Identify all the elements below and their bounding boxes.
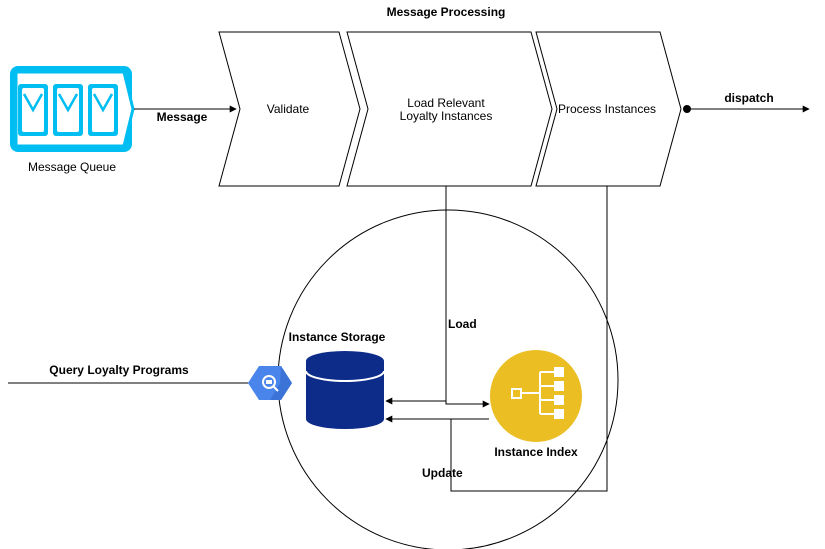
message-queue-label: Message Queue [28,160,116,174]
instance-index-label: Instance Index [494,445,578,459]
update-edge [450,186,608,492]
query-hexagon-icon [248,366,292,400]
message-edge-label: Message [157,110,208,124]
step-validate: Validate [218,31,361,187]
database-icon [305,351,385,429]
instance-storage-label: Instance Storage [289,330,386,344]
step-load-relevant: Load Relevant Loyalty Instances [346,31,553,187]
update-edge-label: Update [422,466,463,480]
query-edge-label: Query Loyalty Programs [49,363,189,377]
message-queue-icon [10,66,135,152]
hierarchy-icon [490,350,582,442]
step-process-instances: Process Instances [535,31,682,187]
load-edge-label: Load [448,317,477,331]
step-load-relevant-label-2: Loyalty Instances [400,109,493,123]
load-edge [445,186,490,408]
step-load-relevant-label-1: Load Relevant [407,96,485,110]
step-process-instances-label: Process Instances [558,102,656,116]
diagram-title: Message Processing [387,5,506,19]
step-validate-label: Validate [267,102,310,116]
dispatch-edge-label: dispatch [724,91,773,105]
